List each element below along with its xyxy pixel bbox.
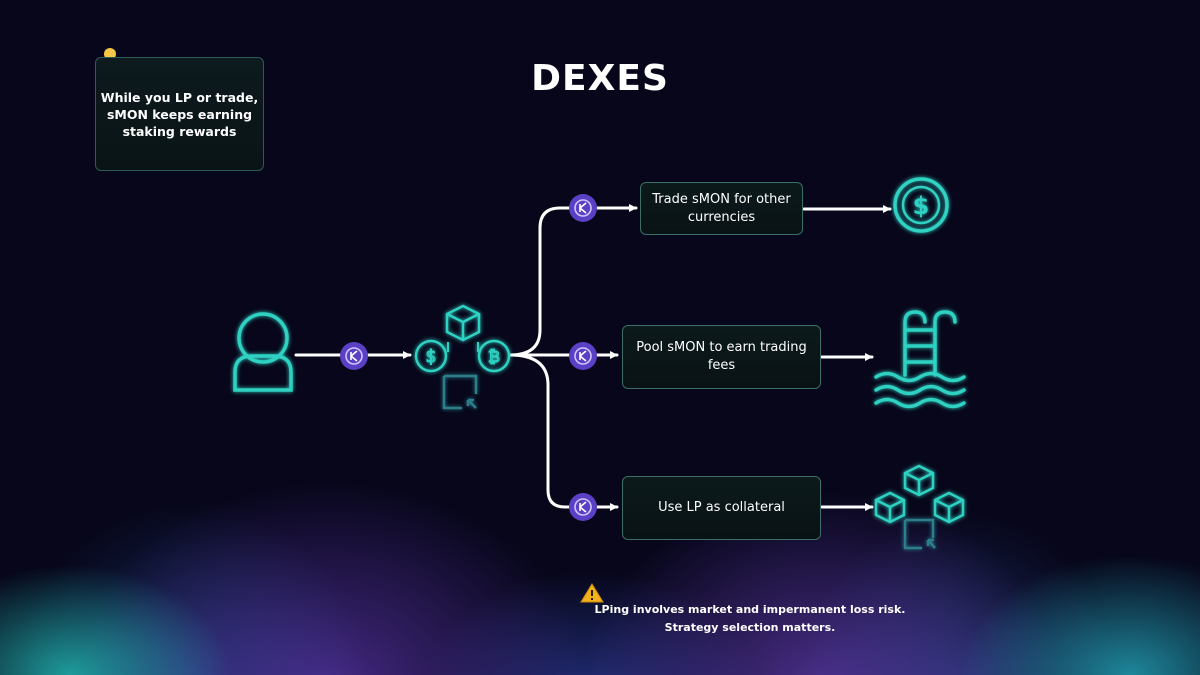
pool-node: Pool sMON to earn trading fees [622, 325, 821, 389]
trade-node-label: Trade sMON for other currencies [652, 191, 791, 225]
warning-icon [580, 583, 604, 603]
risk-warning-line-1: LPing involves market and impermanent lo… [594, 603, 906, 616]
page-title: DEXES [531, 58, 669, 99]
svg-text:₿: ₿ [488, 347, 500, 366]
token-badge-left [340, 342, 368, 370]
arrow-dex-to-collateral [508, 353, 619, 511]
pool-node-label: Pool sMON to earn trading fees [636, 340, 807, 373]
connectors [294, 204, 892, 511]
token-badge-pool [569, 342, 597, 370]
svg-text:$: $ [913, 192, 930, 220]
staking-tip-text: While you LP or trade, sMON keeps earnin… [100, 89, 259, 139]
trade-node: Trade sMON for other currencies [640, 182, 803, 235]
dex-exchange-icon: $ ₿ [414, 304, 511, 410]
risk-warning: LPing involves market and impermanent lo… [560, 601, 940, 637]
arrow-dex-to-trade [508, 204, 638, 357]
staking-tip-card: While you LP or trade, sMON keeps earnin… [95, 57, 264, 171]
risk-warning-line-2: Strategy selection matters. [664, 621, 836, 634]
token-badge-trade [569, 194, 597, 222]
swimming-pool-icon [874, 310, 966, 409]
dollar-coin-icon: $ [893, 177, 949, 233]
svg-text:$: $ [426, 347, 437, 367]
token-badge-collateral [569, 493, 597, 521]
blockchain-blocks-icon [874, 464, 965, 550]
user-icon [233, 312, 293, 392]
collateral-node: Use LP as collateral [622, 476, 821, 540]
collateral-node-label: Use LP as collateral [658, 500, 785, 515]
